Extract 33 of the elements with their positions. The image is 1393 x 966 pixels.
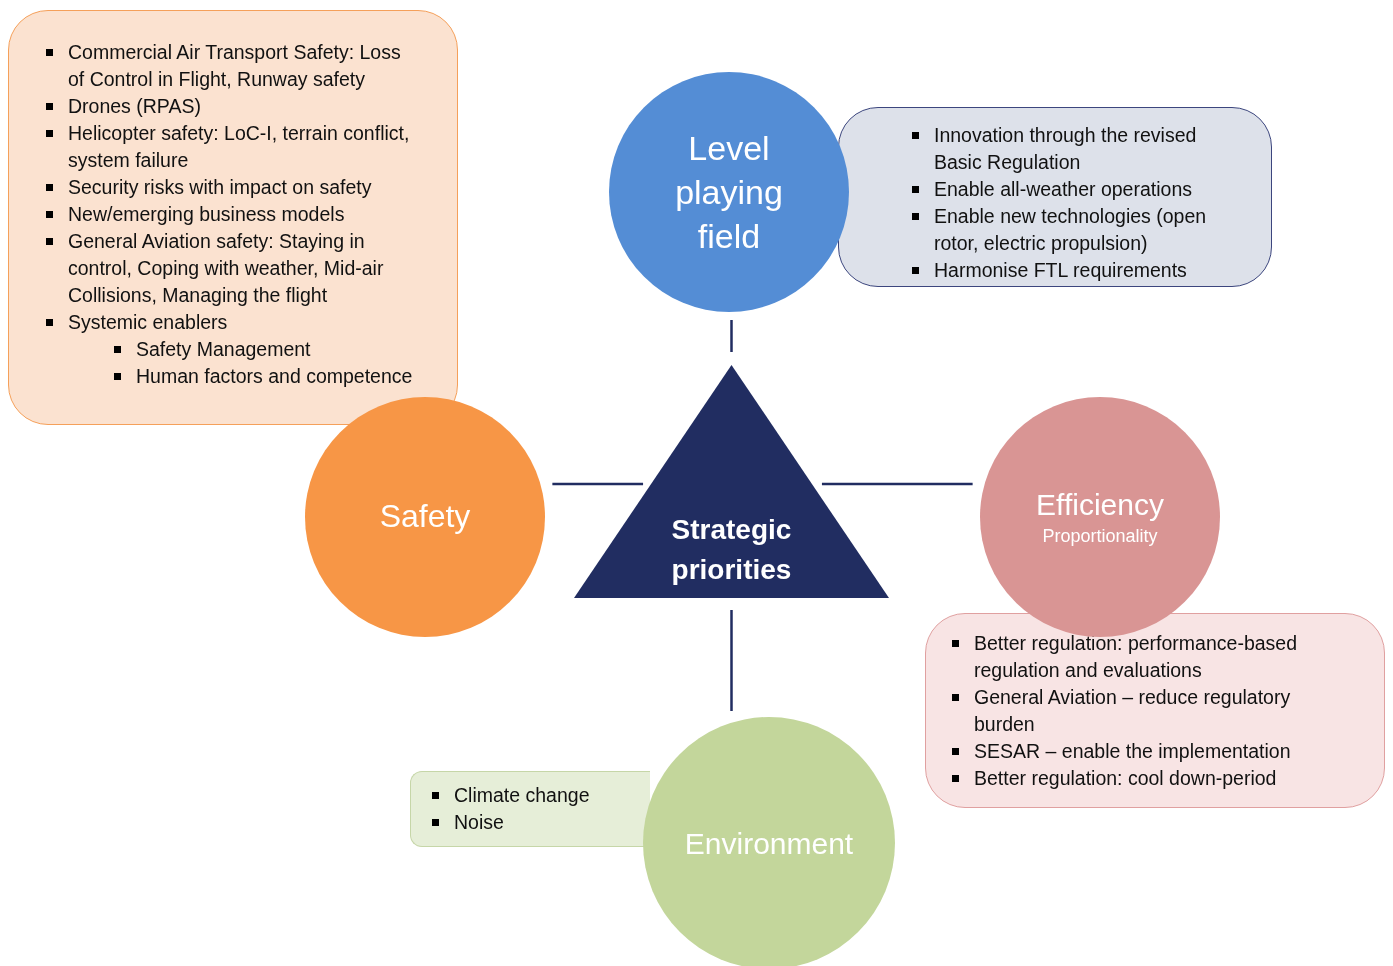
circle-title: Level playing field [674,127,784,258]
bullet-item: Helicopter safety: LoC-I, terrain conflict, system failure [68,122,410,171]
bullet-item: Better regulation: cool down-period [974,767,1277,789]
connector-line [730,320,733,352]
connector-line [821,482,973,486]
triangle-title: Strategic priorities [670,513,793,587]
bullet-item: General Aviation safety: Staying in control, Coping with weather, Mid-air Collisions, Managing the flight [68,230,384,306]
bullet-item: Safety Management [136,338,311,360]
bullet-item: Human factors and competence [136,365,413,387]
bullet-item: Noise [454,811,504,833]
bullet-item: New/emerging business models [68,203,345,225]
bullet-item: Drones (RPAS) [68,95,201,117]
connector-line [552,482,644,486]
connector-line [730,610,733,711]
bullet-item: Climate change [454,784,590,806]
circle-title: Environment [684,825,854,862]
bullet-item: General Aviation – reduce regulatory burden [974,686,1291,735]
circle-title: Safety [379,497,471,537]
bullet-item: Enable new technologies (open rotor, electric propulsion) [934,205,1207,254]
circle-subtitle: Proportionality [1042,524,1158,548]
bullet-item: Systemic enablers [68,311,228,333]
bullet-list-panel [925,613,1385,808]
bullet-item: Security risks with impact on safety [68,176,372,198]
bullet-item: Harmonise FTL requirements [934,259,1187,281]
bullet-item: Enable all-weather operations [934,178,1192,200]
bullet-list-panel [838,107,1272,287]
bullet-list-panel [8,10,458,425]
bullet-item: Commercial Air Transport Safety: Loss of Control in Flight, Runway safety [68,41,401,90]
bullet-item: SESAR – enable the implementation [974,740,1291,762]
bullet-item: Better regulation: performance-based regulation and evaluations [974,632,1298,681]
circle-title: Efficiency [1036,486,1164,523]
bullet-list-panel [410,771,650,847]
bullet-item: Innovation through the revised Basic Regulation [934,124,1197,173]
